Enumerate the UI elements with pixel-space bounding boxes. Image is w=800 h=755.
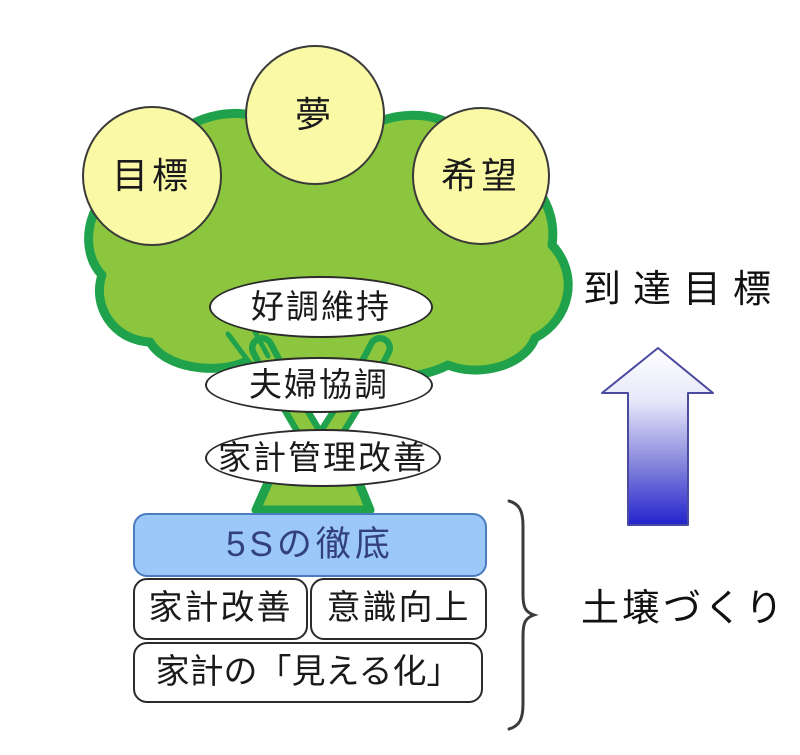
trunk-node-budget-improvement: 家計管理改善 [205,429,441,487]
trunk-node-couple-cooperation-label: 夫婦協調 [249,365,389,403]
foundation-box-5s-label: 5Sの徹底 [226,524,394,564]
fruit-circle-goal: 目標 [82,106,222,246]
foundation-box-budget-improve: 家計改善 [133,578,308,640]
trunk-node-maintain-condition-label: 好調維持 [251,287,391,325]
label-reach-goal: 到達目標 [583,269,784,311]
label-soil-building: 土壌づくり [581,588,787,630]
trunk-node-maintain-condition: 好調維持 [209,276,433,338]
trunk-node-couple-cooperation: 夫婦協調 [205,357,433,413]
foundation-box-awareness: 意識向上 [310,578,487,640]
foundation-box-5s: 5Sの徹底 [133,513,487,577]
trunk-fork-mark-1 [225,331,252,365]
foundation-brace [507,499,539,731]
fruit-circle-hope: 希望 [412,107,550,245]
fruit-circle-hope-label: 希望 [440,155,521,197]
foundation-box-visualization: 家計の「見える化」 [133,642,483,703]
trunk-fork-mark-2 [251,327,271,359]
foundation-box-visualization-label: 家計の「見える化」 [155,652,461,691]
up-arrow-icon [601,347,714,526]
fruit-circle-goal-label: 目標 [111,155,192,197]
foundation-box-awareness-label: 意識向上 [326,589,471,628]
fruit-circle-dream-label: 夢 [294,94,335,136]
trunk-node-budget-improvement-label: 家計管理改善 [218,438,428,476]
foundation-box-budget-improve-label: 家計改善 [148,589,293,628]
fruit-circle-dream: 夢 [245,45,385,185]
